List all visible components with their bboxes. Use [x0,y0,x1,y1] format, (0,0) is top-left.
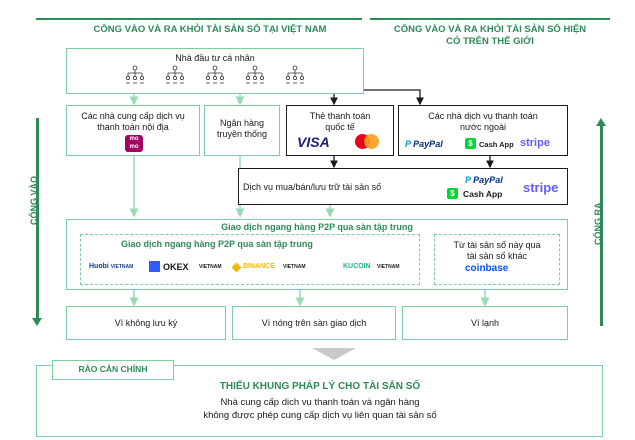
domestic-payment-line1: Các nhà cung cấp dịch vụ [81,111,185,121]
entry-label: CỔNG VÀO [29,175,39,225]
hot-wallet-box: Ví nóng trên sàn giao dịch [232,306,396,340]
services-paypal-logo: P PayPal [465,175,503,185]
traditional-bank-line2: truyền thống [216,129,268,139]
header-underline-right [370,18,610,20]
okex-icon [149,261,160,272]
traditional-bank-box: Ngân hàng truyền thống [204,105,280,156]
barrier-line2: không được phép cung cấp dịch vụ liên qu… [203,410,437,421]
entry-arrow [36,118,39,320]
investors-label: Nhà đầu tư cá nhân [175,53,255,63]
p2p-inner-box: Giao dịch ngang hàng P2P qua sàn tập tru… [80,234,420,285]
cashapp-icon: $ [465,138,476,149]
huobi-name: Huobi [89,263,109,270]
services-paypal-p-icon: P [465,175,474,185]
traditional-bank-line1: Ngân hàng [219,118,265,128]
services-cashapp-text: Cash App [463,189,503,199]
intl-card-line1: Thẻ thanh toán [309,111,371,121]
cashapp-text: Cash App [479,140,514,149]
binance-suffix: VIETNAM [283,264,306,270]
intl-card-box: Thẻ thanh toán quốc tế VISA [286,105,394,156]
cold-storage-label: Ví lạnh [470,318,500,328]
okex-logo: OKEX [163,262,189,272]
domestic-payment-box: Các nhà cung cấp dịch vụ thanh toán nội … [66,105,200,156]
services-paypal-text: PayPal [473,175,503,185]
foreign-payment-line2: nước ngoài [460,122,506,132]
paypal-logo: P PayPal [405,139,443,149]
p2p-outer-label: Giao dịch ngang hàng P2P qua sàn tập tru… [221,222,413,232]
other-assets-box: Từ tài sản số này qua tài sản số khác co… [434,234,560,285]
header-global-line2: CÓ TRÊN THẾ GIỚI [446,36,534,47]
other-assets-line1: Từ tài sản số này qua [453,240,541,250]
kucoin-suffix: VIETNAM [377,264,400,270]
foreign-payment-box: Các nhà dịch vụ thanh toán nước ngoài P … [398,105,568,156]
huobi-suffix: VIETNAM [110,264,134,270]
header-global: CỔNG VÀO VÀ RA KHỎI TÀI SẢN SỐ HIỆN CÓ T… [370,24,610,48]
okex-suffix: VIETNAM [199,264,222,270]
intl-card-line2: quốc tế [325,122,355,132]
cold-wallet-label: Ví không lưu ký [114,318,178,328]
visa-logo: VISA [297,134,330,150]
paypal-p-icon: P [405,139,414,149]
foreign-payment-line1: Các nhà dịch vụ thanh toán [428,111,538,121]
mastercard-logo-icon [355,134,385,150]
paypal-text: PayPal [413,139,443,149]
investors-box: Nhà đầu tư cá nhân [66,48,364,94]
hot-wallet-label: Ví nóng trên sàn giao dịch [261,318,367,328]
binance-logo: BINANCE [243,263,275,270]
people-network-icon [125,65,304,84]
header-vietnam: CỔNG VÀO VÀ RA KHỎI TÀI SẢN SỐ TẠI VIỆT … [93,24,327,35]
kucoin-logo: KUCOIN [343,263,371,270]
other-assets-line2: tài sản số khác [466,251,528,261]
domestic-payment-line2: thanh toán nội địa [97,122,169,132]
barrier-tag: RÀO CẢN CHÍNH [52,360,174,380]
exit-label: CỔNG RA [593,202,603,246]
services-box: Dịch vụ mua/bán/lưu trữ tài sản số P Pay… [238,168,568,205]
binance-icon [231,262,242,273]
cold-wallet-box: Ví không lưu ký [66,306,226,340]
exit-arrow-head-icon [596,118,606,126]
barrier-line1: Nhà cung cấp dịch vụ thanh toán và ngân … [220,397,420,408]
down-chevron-icon [312,348,356,360]
header-underline-left [36,18,362,20]
coinbase-logo: coinbase [465,263,509,274]
huobi-logo: Huobi VIETNAM [89,263,133,270]
entry-arrow-head-icon [32,318,42,326]
momo-logo: mo mo [125,135,143,152]
services-cashapp-icon: $ [447,188,458,199]
services-stripe-logo: stripe [523,180,559,195]
header-global-line1: CỔNG VÀO VÀ RA KHỎI TÀI SẢN SỐ HIỆN [393,24,587,35]
cold-storage-box: Ví lạnh [402,306,568,340]
p2p-outer-box: Giao dịch ngang hàng P2P qua sàn tập tru… [66,219,568,290]
exit-arrow [600,126,603,326]
p2p-inner-label: Giao dịch ngang hàng P2P qua sàn tập tru… [121,239,313,249]
barrier-title: THIẾU KHUNG PHÁP LÝ CHO TÀI SẢN SỐ [219,381,421,392]
services-label: Dịch vụ mua/bán/lưu trữ tài sản số [243,182,382,192]
stripe-logo: stripe [520,137,550,149]
